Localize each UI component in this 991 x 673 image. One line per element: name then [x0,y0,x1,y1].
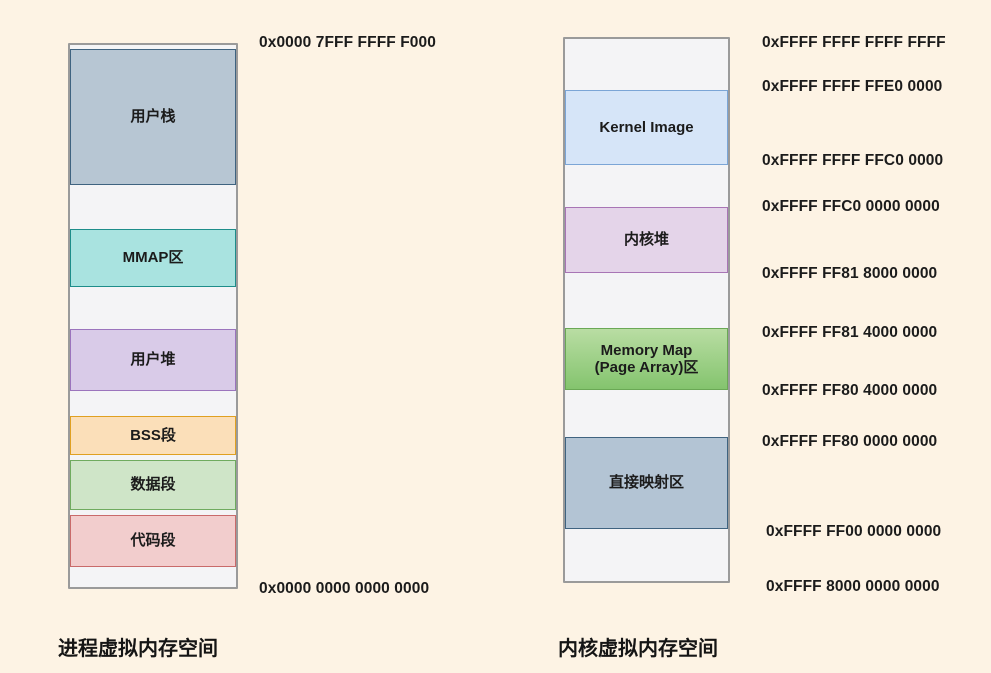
kernel-region-gap-bottom [565,529,728,581]
region-gap-stack-mmap [70,185,236,229]
kernel-region-gap-top [565,39,728,90]
region-text-segment: 代码段 [70,515,236,567]
region-mmap: MMAP区 [70,229,236,287]
kernel-region-kernel-image: Kernel Image [565,90,728,165]
process-top-address: 0x0000 7FFF FFFF F000 [259,34,436,51]
region-user-heap: 用户堆 [70,329,236,391]
process-bottom-address: 0x0000 0000 0000 0000 [259,580,430,597]
kernel-address-6: 0xFFFF FF80 4000 0000 [762,382,938,399]
region-user-stack: 用户栈 [70,49,236,185]
region-bss-segment: BSS段 [70,416,236,455]
kernel-address-8: 0xFFFF FF00 0000 0000 [766,523,942,540]
kernel-region-gap-heap-memmap [565,273,728,328]
kernel-address-0: 0xFFFF FFFF FFFF FFFF [762,34,946,51]
region-data-segment: 数据段 [70,460,236,510]
process-space-caption: 进程虚拟内存空间 [58,638,218,660]
kernel-region-kernel-heap: 内核堆 [565,207,728,273]
kernel-address-7: 0xFFFF FF80 0000 0000 [762,433,938,450]
region-gap-mmap-heap [70,287,236,329]
kernel-address-2: 0xFFFF FFFF FFC0 0000 [762,152,944,169]
kernel-address-9: 0xFFFF 8000 0000 0000 [766,578,940,595]
kernel-space-caption: 内核虚拟内存空间 [558,638,718,660]
kernel-memory-column: Kernel Image 内核堆 Memory Map (Page Array)… [563,37,730,583]
process-memory-column: 用户栈 MMAP区 用户堆 BSS段 数据段 代码段 [68,43,238,589]
kernel-address-3: 0xFFFF FFC0 0000 0000 [762,198,940,215]
kernel-address-4: 0xFFFF FF81 8000 0000 [762,265,938,282]
region-gap-bottom [70,567,236,587]
kernel-region-direct-mapping: 直接映射区 [565,437,728,529]
kernel-region-memory-map: Memory Map (Page Array)区 [565,328,728,390]
kernel-region-gap-image-heap [565,165,728,207]
kernel-region-memory-map-label: Memory Map (Page Array)区 [594,341,699,376]
kernel-address-1: 0xFFFF FFFF FFE0 0000 [762,78,943,95]
kernel-region-gap-memmap-direct [565,390,728,437]
kernel-address-5: 0xFFFF FF81 4000 0000 [762,324,938,341]
